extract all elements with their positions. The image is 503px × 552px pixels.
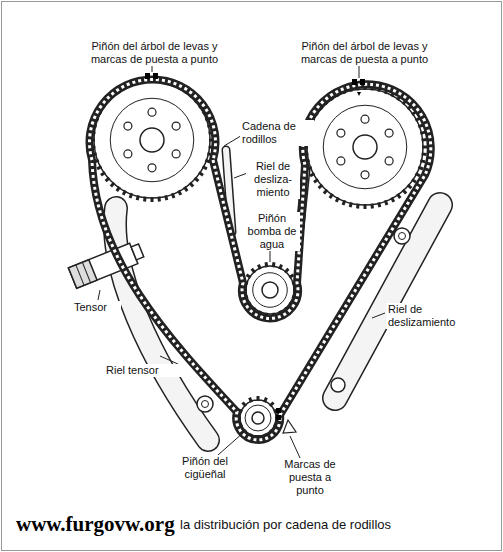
part-label: Riel tensor	[104, 364, 188, 377]
part-label: Riel de deslizamiento	[386, 303, 490, 329]
part-label: Marcas de puesta a punto	[276, 458, 344, 497]
part-label: Tensor	[72, 301, 121, 314]
figure-caption: la distribución por cadena de rodillos	[180, 517, 391, 532]
part-label: Piñón del cigüeñal	[168, 455, 242, 481]
part-label: Piñón del árbol de levas y marcas de pue…	[70, 40, 239, 66]
part-label: Piñón del árbol de levas y marcas de pue…	[280, 40, 449, 66]
sprocket	[240, 400, 276, 436]
part-label: Cadena de rodillos	[240, 120, 314, 146]
sprocket	[246, 266, 294, 314]
watermark: www.furgovw.org	[16, 512, 175, 537]
sprocket	[307, 89, 423, 205]
part-label: Riel de desliza- miento	[246, 160, 300, 199]
part-label: Piñón bomba de agua	[244, 212, 300, 251]
